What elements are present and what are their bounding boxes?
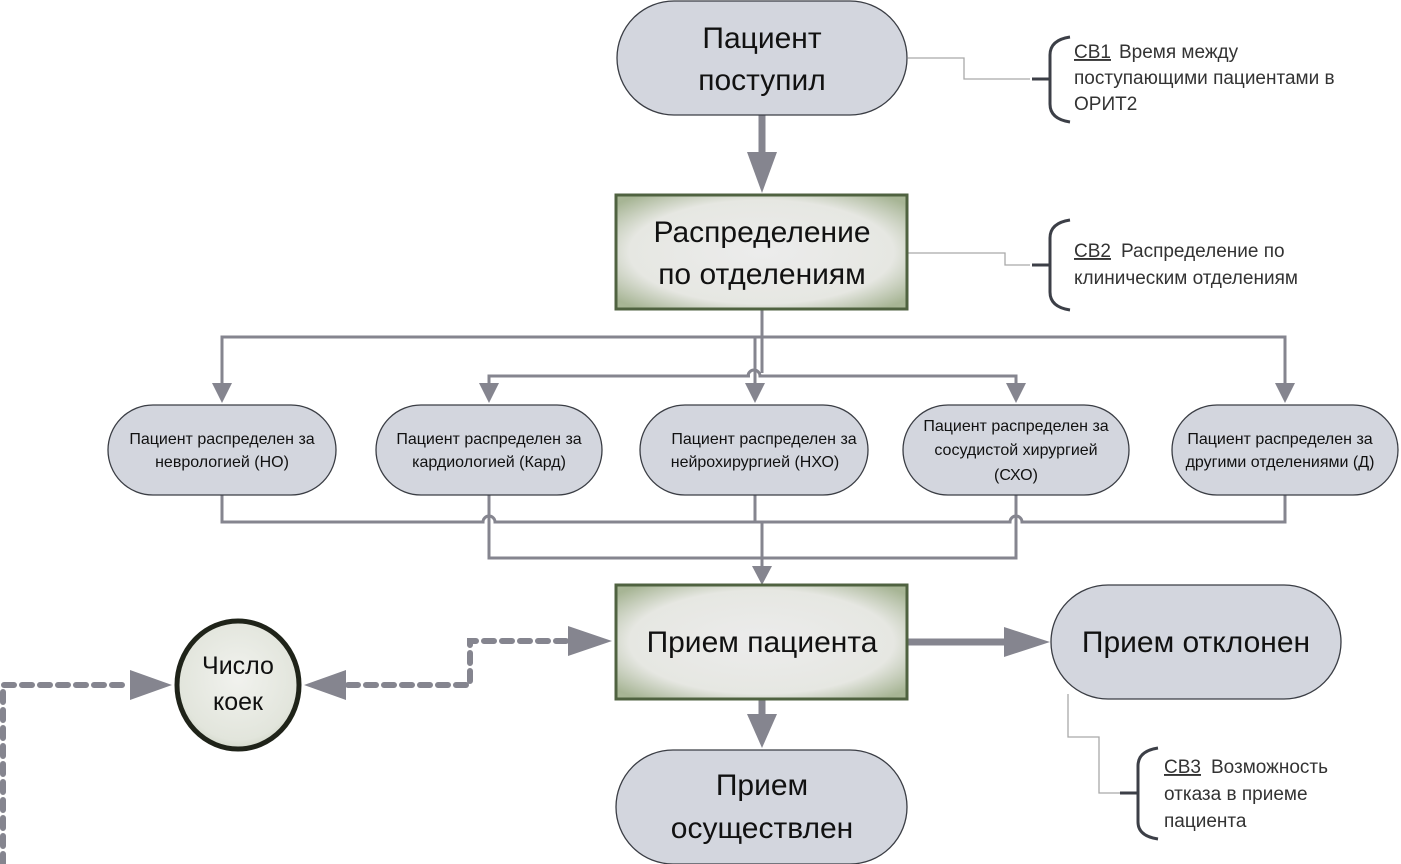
node-label: Пациент распределен за <box>396 431 581 448</box>
connectors <box>212 112 1295 748</box>
node-label: Пациент распределен за <box>923 418 1108 435</box>
node-label: Пациент распределен за <box>129 431 314 448</box>
node-label: сосудистой хирургией <box>934 442 1097 459</box>
node-label: Прием пациента <box>647 626 878 659</box>
arrowhead-icon <box>568 626 612 656</box>
note-code: СВ2 <box>1074 241 1111 262</box>
fanin-inner <box>487 495 1018 560</box>
node-label: кардиологией (Кард) <box>412 454 566 471</box>
arrowhead-icon <box>747 714 777 748</box>
fanin-outer <box>220 495 1287 524</box>
note-sv2: СВ2 Распределение по клиническим отделени… <box>1074 241 1298 289</box>
note-sv3: СВ3 Возможность отказа в приеме пациента <box>1164 757 1328 832</box>
arrowhead-icon <box>1275 383 1295 403</box>
node-distribution[interactable]: Распределение по отделениям <box>614 193 909 311</box>
note-code: СВ3 <box>1164 757 1201 778</box>
node-department-vascular-surgery[interactable]: Пациент распределен за сосудистой хирург… <box>902 404 1130 496</box>
note-text: ОРИТ2 <box>1074 94 1137 115</box>
node-label: Пациент распределен за <box>671 431 856 448</box>
dashed-connectors <box>0 638 575 864</box>
node-patient-arrived[interactable]: Пациент поступил <box>616 0 908 116</box>
node-label: нейрохирургией (НХО) <box>671 454 840 471</box>
node-label: неврологией (НО) <box>155 454 289 471</box>
arrowhead-icon <box>212 383 232 403</box>
dashed-beds-to-admission <box>327 638 575 688</box>
node-label: другими отделениями (Д) <box>1186 454 1375 471</box>
note-text: Распределение по <box>1121 241 1285 262</box>
arrowhead-icon <box>745 383 765 403</box>
note-text: поступающими пациентами в <box>1074 68 1335 89</box>
note-code: СВ1 <box>1074 42 1111 63</box>
node-admission-rejected[interactable]: Прием отклонен <box>1050 584 1342 700</box>
bracket-icon <box>1136 746 1159 841</box>
arrowhead-icon <box>752 566 772 585</box>
bracket-icon <box>1048 35 1071 124</box>
note-text: пациента <box>1164 811 1247 832</box>
node-label: Распределение <box>653 216 870 249</box>
arrowhead-icon <box>479 383 499 403</box>
node-label: (СХО) <box>994 467 1038 484</box>
bracket-icon <box>1048 218 1071 312</box>
node-label: поступил <box>698 64 826 97</box>
arrowhead-icon <box>747 152 777 193</box>
note-text: клиническим отделениям <box>1074 268 1298 289</box>
node-bed-count[interactable]: Число коек <box>174 618 302 752</box>
node-department-neurosurgery[interactable]: Пациент распределен за нейрохирургией (Н… <box>639 404 869 496</box>
arrowhead-icon <box>1004 627 1050 657</box>
node-label: Пациент <box>702 22 821 55</box>
note-text: Возможность <box>1211 757 1328 778</box>
node-label: Прием отклонен <box>1082 626 1310 659</box>
node-department-cardiology[interactable]: Пациент распределен за кардиологией (Кар… <box>375 404 603 496</box>
node-label: Число <box>202 652 274 680</box>
node-label: осуществлен <box>671 812 853 845</box>
node-admission[interactable]: Прием пациента <box>614 583 909 701</box>
note-sv1: СВ1 Время между поступающими пациентами в… <box>1074 42 1335 115</box>
node-label: Пациент распределен за <box>1187 431 1372 448</box>
node-department-neurology[interactable]: Пациент распределен за неврологией (НО) <box>107 404 337 496</box>
note-text: Время между <box>1119 42 1239 63</box>
node-label: Прием <box>716 769 808 802</box>
arrowhead-icon <box>1006 383 1026 403</box>
dashed-left-to-beds <box>0 682 133 864</box>
node-label: коек <box>213 688 264 716</box>
arrowhead-icon <box>130 670 172 700</box>
note-lines <box>908 57 1120 794</box>
arrowhead-icon <box>304 670 346 700</box>
node-label: по отделениям <box>658 258 866 291</box>
node-department-other[interactable]: Пациент распределен за другими отделения… <box>1171 404 1399 496</box>
node-admission-accepted[interactable]: Прием осуществлен <box>615 749 908 864</box>
note-text: отказа в приеме <box>1164 784 1308 805</box>
note-brackets <box>1032 35 1159 841</box>
